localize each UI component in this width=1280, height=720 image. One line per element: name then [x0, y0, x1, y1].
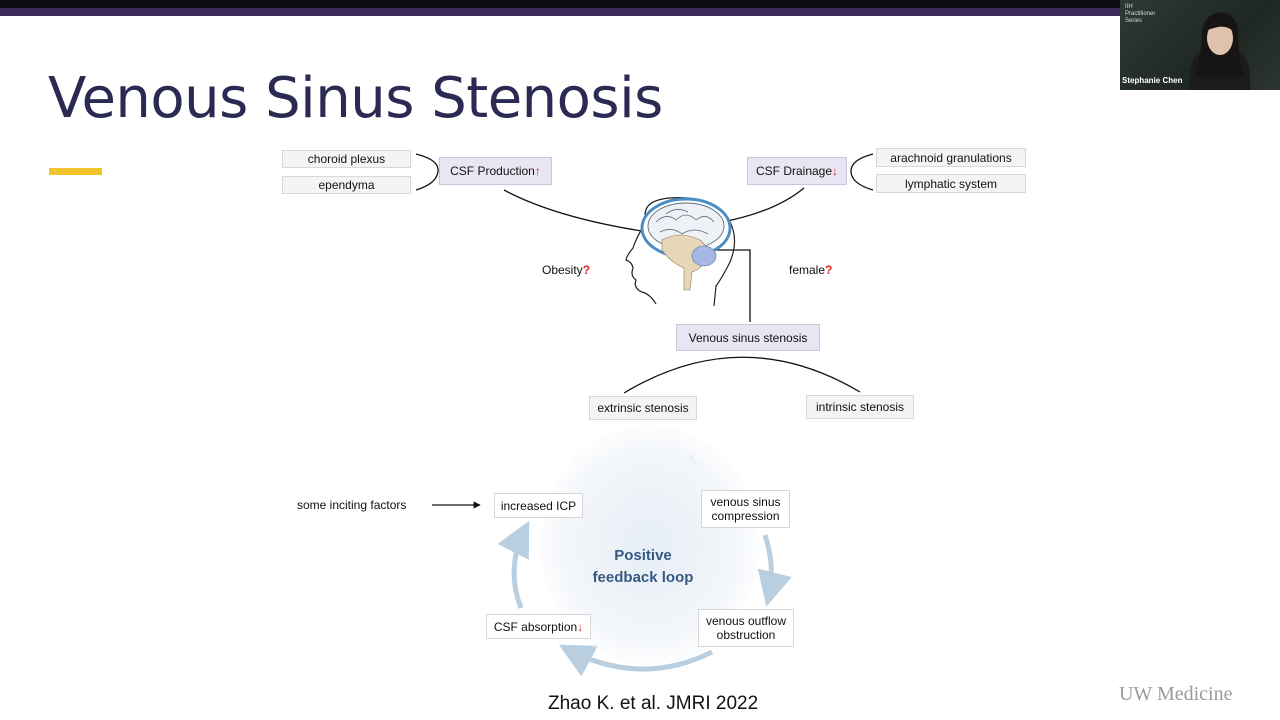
question-mark-icon: ?: [582, 263, 591, 277]
series-line3: Series: [1125, 18, 1143, 24]
csf-drainage-box: CSF Drainage ↓: [747, 157, 847, 185]
slide-title: Venous Sinus Stenosis: [48, 66, 663, 131]
female-label: female?: [789, 263, 832, 277]
question-mark-icon: ?: [825, 263, 833, 277]
obesity-text: Obesity: [542, 263, 583, 277]
csf-production-box: CSF Production ↑: [439, 157, 552, 185]
intrinsic-stenosis-box: intrinsic stenosis: [806, 395, 914, 419]
arrow-up-icon: ↑: [534, 164, 541, 178]
arrow-down-icon: ↓: [832, 164, 839, 178]
venous-sinus-stenosis-box: Venous sinus stenosis: [676, 324, 820, 351]
loop-title: Positive feedback loop: [560, 545, 726, 589]
inciting-factors-label: some inciting factors: [297, 498, 407, 512]
vsc-line1: venous sinus: [710, 495, 781, 509]
ependyma-box: ependyma: [282, 176, 411, 194]
vo-line1: venous outflow: [705, 614, 787, 628]
series-label: IIH Practitioner Series: [1125, 4, 1155, 25]
speaker-name: Stephanie Chen: [1122, 76, 1183, 85]
top-bar: [0, 0, 1280, 16]
vsc-line2: compression: [711, 509, 780, 523]
lymphatic-system-box: lymphatic system: [876, 174, 1026, 193]
loop-title-line1: Positive: [614, 547, 672, 564]
csf-absorption-label: CSF absorption: [493, 619, 578, 634]
speaker-avatar: [1189, 12, 1251, 90]
arachnoid-granulations-box: arachnoid granulations: [876, 148, 1026, 167]
venous-outflow-box: venous outflow obstruction: [698, 609, 794, 647]
series-line1: IIH: [1125, 4, 1133, 10]
csf-drainage-label: CSF Drainage: [755, 164, 833, 178]
citation: Zhao K. et al. JMRI 2022: [548, 693, 759, 714]
arrow-down-icon: ↓: [577, 619, 584, 634]
increased-icp-box: increased ICP: [494, 493, 583, 518]
extrinsic-stenosis-box: extrinsic stenosis: [589, 396, 697, 420]
uw-medicine-logo: UW Medicine: [1119, 683, 1233, 705]
title-accent-bar: [49, 168, 102, 175]
choroid-plexus-box: choroid plexus: [282, 150, 411, 168]
female-text: female: [789, 263, 826, 277]
obesity-label: Obesity?: [542, 263, 590, 277]
loop-title-line2: feedback loop: [592, 569, 694, 586]
venous-sinus-compression-box: venous sinus compression: [701, 490, 790, 528]
csf-production-label: CSF Production: [450, 164, 535, 178]
csf-absorption-box: CSF absorption ↓: [486, 614, 591, 639]
series-line2: Practitioner: [1125, 11, 1156, 17]
vo-line2: obstruction: [716, 628, 776, 642]
speaker-video[interactable]: IIH Practitioner Series Stephanie Chen: [1120, 0, 1280, 90]
